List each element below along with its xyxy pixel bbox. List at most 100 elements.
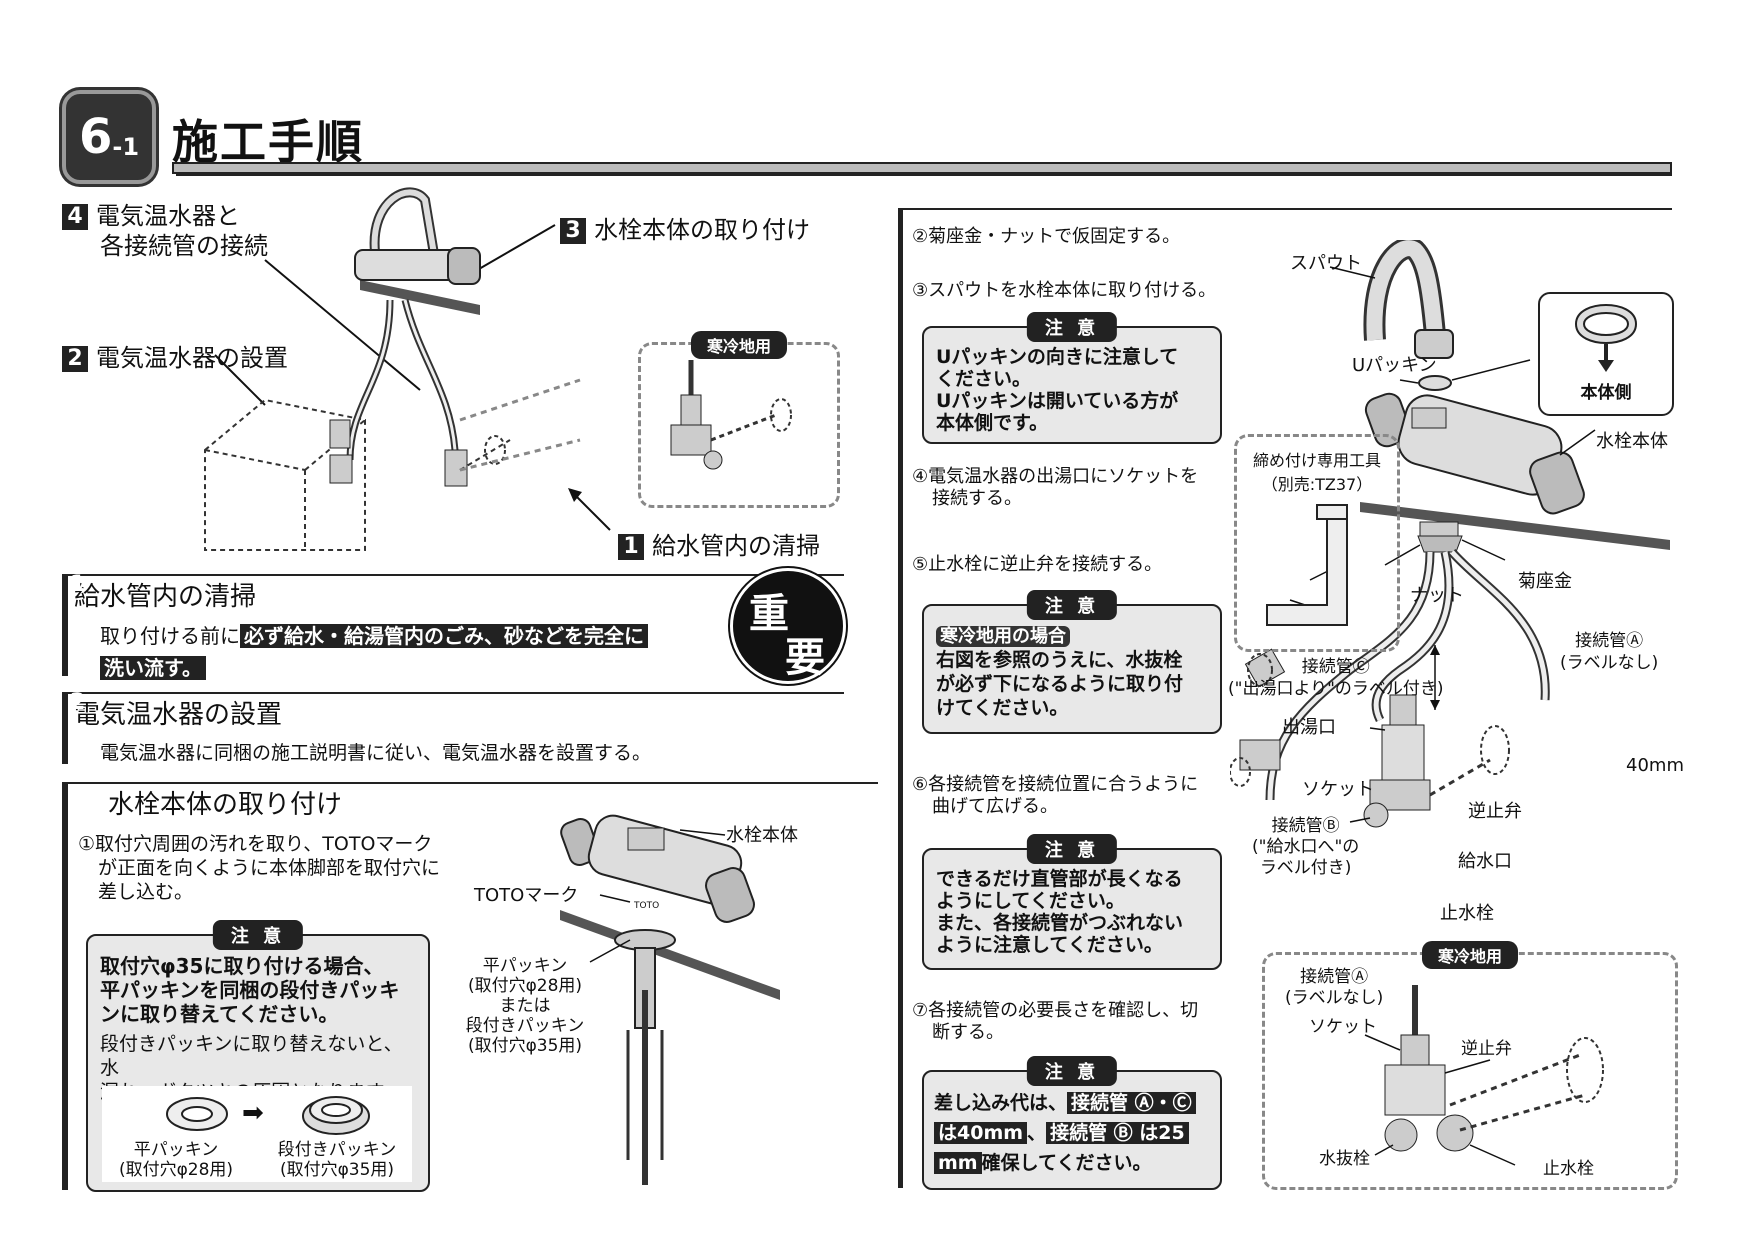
fig-packing-label: 平パッキン (取付穴φ28用) または 段付きパッキン (取付穴φ35用) xyxy=(460,956,590,1056)
section-2-left-bar xyxy=(62,694,68,764)
caution-4-e: 接続管 Ⓑ は25 xyxy=(1046,1122,1189,1144)
label-pipe-a-2: (ラベルなし) xyxy=(1560,653,1659,673)
caution-3-line-2: ようにしてください。 xyxy=(936,890,1125,912)
section-3-num: 3 xyxy=(70,782,86,807)
caution-line-3: ンに取り替えてください。 xyxy=(100,1002,339,1026)
caution-tag-3: 注 意 xyxy=(1026,834,1118,864)
caution-body-2: 右図を参照のうえに、水抜栓 が必ず下になるように取り付 けてください。 xyxy=(936,648,1208,720)
caution-packing: 注 意 取付穴φ35に取り付ける場合、 平パッキンを同梱の段付きパッキ ンに取り… xyxy=(86,920,430,1192)
cold-label-socket: ソケット xyxy=(1309,1017,1377,1037)
caution-3-line-1: できるだけ直管部が長くなる xyxy=(936,868,1183,890)
caution-1-line-4: 本体側です。 xyxy=(936,412,1049,434)
cold-region-detail-tag: 寒冷地用 xyxy=(1421,941,1519,969)
cold-label-stop: 止水栓 xyxy=(1543,1159,1594,1179)
caution-2-content: 寒冷地用の場合 右図を参照のうえに、水抜栓 が必ず下になるように取り付 けてくだ… xyxy=(924,606,1220,720)
flat-packing-label-1: 平パッキン xyxy=(133,1140,219,1160)
stepped-packing-label-1: 段付きパッキン xyxy=(277,1140,397,1160)
label-pipe-c-2: ("出湯口より"のラベル付き) xyxy=(1228,679,1444,699)
step-6-line-2: 曲げて広げる。 xyxy=(932,796,1058,817)
step-6-line-1: ⑥各接続管を接続位置に合うように xyxy=(912,774,1199,795)
important-badge: 重 要 xyxy=(730,568,846,684)
stepped-packing-label: 段付きパッキン (取付穴φ35用) xyxy=(262,1140,412,1180)
callout-4b: 各接続管の接続 xyxy=(100,232,268,260)
column-divider xyxy=(898,208,903,1188)
tool-box: 締め付け専用工具 （別売:TZ37） xyxy=(1234,434,1400,652)
caution-tag-4: 注 意 xyxy=(1026,1056,1118,1086)
num-box-2: 2 xyxy=(62,346,88,372)
label-pipe-b-1: 接続管Ⓑ xyxy=(1271,816,1340,836)
caution-body-1: Uパッキンの向きに注意して ください。 Uパッキンは開いている方が 本体側です。 xyxy=(924,328,1220,434)
label-pipe-b-2: ("給水口へ"の xyxy=(1252,837,1360,857)
num-box-4: 4 xyxy=(62,204,88,230)
step-7-line-2: 断する。 xyxy=(932,1022,1004,1043)
caution-tag-1: 注 意 xyxy=(1026,312,1118,342)
important-char-1: 重 xyxy=(749,591,789,637)
caution-1-line-1: Uパッキンの向きに注意して xyxy=(936,346,1179,368)
caution-4-d: 、 xyxy=(1027,1122,1047,1144)
fig-toto-label: TOTOマーク xyxy=(474,885,579,906)
caution-pipe: 注 意 できるだけ直管部が長くなる ようにしてください。 また、各接続管がつぶれ… xyxy=(922,834,1222,970)
section-2-num: 2 xyxy=(70,690,86,715)
caution-body: 取付穴φ35に取り付ける場合、 平パッキンを同梱の段付きパッキ ンに取り替えてく… xyxy=(88,936,428,1026)
important-char-2: 要 xyxy=(785,635,825,681)
section-1-title: 給水管内の清掃 xyxy=(74,582,257,612)
flat-packing-label: 平パッキン (取付穴φ28用) xyxy=(110,1140,242,1180)
section-3-left-bar xyxy=(62,784,68,1190)
callout-4-text: 電気温水器と xyxy=(96,202,240,230)
caution-upacking: 注 意 Uパッキンの向きに注意して ください。 Uパッキンは開いている方が 本体… xyxy=(922,312,1222,444)
caution-3-line-4: ように注意してください。 xyxy=(936,934,1163,956)
step-1-line-3: 差し込む。 xyxy=(98,881,194,903)
section-1-highlight-2: 洗い流す。 xyxy=(100,656,206,680)
label-pipe-a-1: 接続管Ⓐ xyxy=(1575,631,1644,651)
fig-packing-label-1: 平パッキン xyxy=(482,956,568,976)
title-rule-shadow xyxy=(176,172,1672,176)
caution-1-line-3: Uパッキンは開いている方が xyxy=(936,390,1179,412)
cold-label-drain: 水抜栓 xyxy=(1319,1149,1370,1169)
step-6: ⑥各接続管を接続位置に合うように 曲げて広げる。 xyxy=(912,774,1198,818)
step-7: ⑦各接続管の必要長さを確認し、切 断する。 xyxy=(912,1000,1198,1044)
caution-3-line-3: また、各接続管がつぶれない xyxy=(936,912,1184,934)
caution-2-line-1: 右図を参照のうえに、水抜栓 xyxy=(936,649,1183,671)
caution-body-3: できるだけ直管部が長くなる ようにしてください。 また、各接続管がつぶれない よ… xyxy=(924,850,1220,956)
section-2-body: 電気温水器に同梱の施工説明書に従い、電気温水器を設置する。 xyxy=(100,742,652,764)
section-3-step-1: ①取付穴周囲の汚れを取り、TOTOマーク が正面を向くように本体脚部を取付穴に … xyxy=(78,832,440,904)
num-box-3: 3 xyxy=(560,218,586,244)
fig-packing-label-2: (取付穴φ28用) xyxy=(467,976,583,996)
upacking-detail: 本体側 xyxy=(1538,292,1674,416)
cold-region-inset: 寒冷地用 xyxy=(638,331,840,508)
cold-valve-detail-illustration xyxy=(1364,985,1604,1166)
caution-cold: 注 意 寒冷地用の場合 右図を参照のうえに、水抜栓 が必ず下になるように取り付 … xyxy=(922,590,1222,734)
step-4: ④電気温水器の出湯口にソケットを 接続する。 xyxy=(912,466,1198,510)
cold-case-tag: 寒冷地用の場合 xyxy=(936,626,1070,647)
step-3: ③スパウトを水栓本体に取り付ける。 xyxy=(912,280,1217,301)
caution-line-1: 取付穴φ35に取り付ける場合、 xyxy=(100,954,384,978)
cold-valve-illustration xyxy=(670,360,792,470)
caution-4-g: 確保してください。 xyxy=(981,1152,1152,1174)
section-3-title: 水栓本体の取り付け xyxy=(108,790,343,820)
cold-label-pipe-a: 接続管Ⓐ (ラベルなし) xyxy=(1285,967,1383,1009)
tool-label-1: 締め付け専用工具 xyxy=(1252,451,1381,470)
label-outlet: 出湯口 xyxy=(1282,717,1336,738)
faucet-mount-illustration: TOTO xyxy=(560,814,780,1185)
fig-body-label: 水栓本体 xyxy=(726,825,798,846)
section-2-heading: 電気温水器の設置 xyxy=(62,692,844,731)
section-badge: 6-1 xyxy=(62,90,156,184)
step-4-line-2: 接続する。 xyxy=(932,488,1022,509)
callout-2-text: 電気温水器の設置 xyxy=(96,344,288,372)
step-2: ②菊座金・ナットで仮固定する。 xyxy=(912,226,1181,247)
label-stop-valve: 止水栓 xyxy=(1440,903,1494,924)
label-pipe-b-3: ラベル付き) xyxy=(1259,858,1352,878)
badge-sub: -1 xyxy=(112,133,140,161)
callout-2: 2 電気温水器の設置 xyxy=(62,338,288,373)
connection-illustration xyxy=(1230,240,1670,828)
label-40mm: 40mm xyxy=(1626,755,1684,776)
step-1-line-1: ①取付穴周囲の汚れを取り、TOTOマーク xyxy=(78,833,433,855)
flat-packing-icon xyxy=(166,1097,228,1131)
label-inlet: 給水口 xyxy=(1458,851,1512,872)
fig-packing-label-5: (取付穴φ35用) xyxy=(467,1036,583,1056)
cold-region-detail: 寒冷地用 接続管Ⓐ (ラベルなし) ソケット 逆止弁 水抜栓 止水栓 xyxy=(1262,941,1678,1190)
label-spout: スパウト xyxy=(1290,253,1362,274)
